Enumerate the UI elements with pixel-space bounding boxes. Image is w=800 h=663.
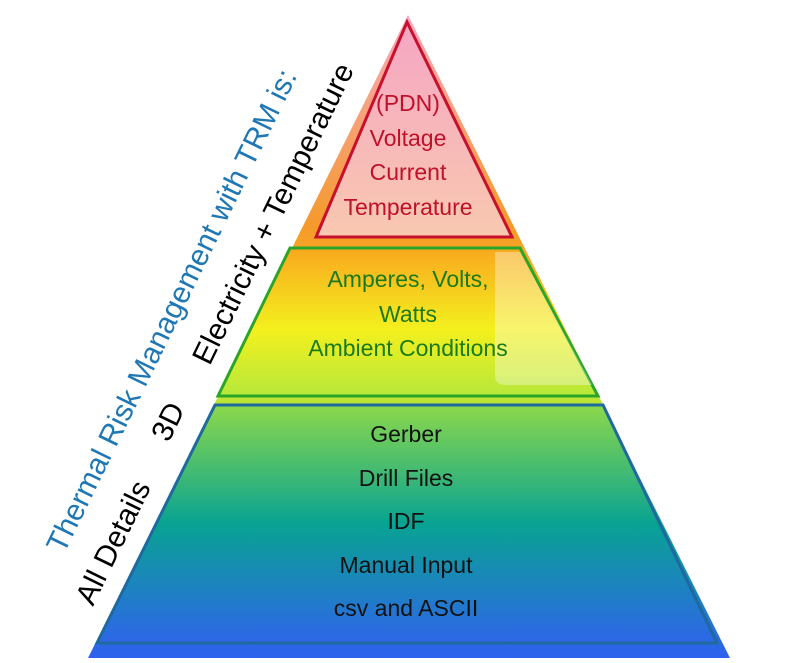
top-line: Voltage [369, 124, 447, 151]
middle-line: Ambient Conditions [308, 335, 508, 361]
middle-line: Watts [379, 300, 437, 327]
bottom-line: Gerber [370, 421, 442, 447]
top-level-triangle [313, 18, 515, 239]
middle-level-text: Amperes, Volts, Watts Ambient Conditions [258, 262, 558, 366]
top-line: Temperature [343, 193, 473, 220]
bottom-line: Manual Input [339, 551, 473, 578]
middle-level-trapezoid [215, 246, 601, 398]
top-line: (PDN) [376, 90, 440, 116]
bottom-level-text: Gerber Drill Files IDF Manual Input csv … [256, 413, 556, 631]
bottom-line: Drill Files [358, 464, 454, 491]
middle-highlight [495, 252, 592, 385]
bottom-level-trapezoid [94, 403, 720, 645]
top-line: Current [369, 159, 447, 185]
middle-line: Amperes, Volts, [327, 266, 489, 292]
bottom-line: csv and ASCII [333, 595, 479, 621]
top-level-text: (PDN) Voltage Current Temperature [258, 86, 558, 224]
bottom-line: IDF [387, 508, 425, 534]
